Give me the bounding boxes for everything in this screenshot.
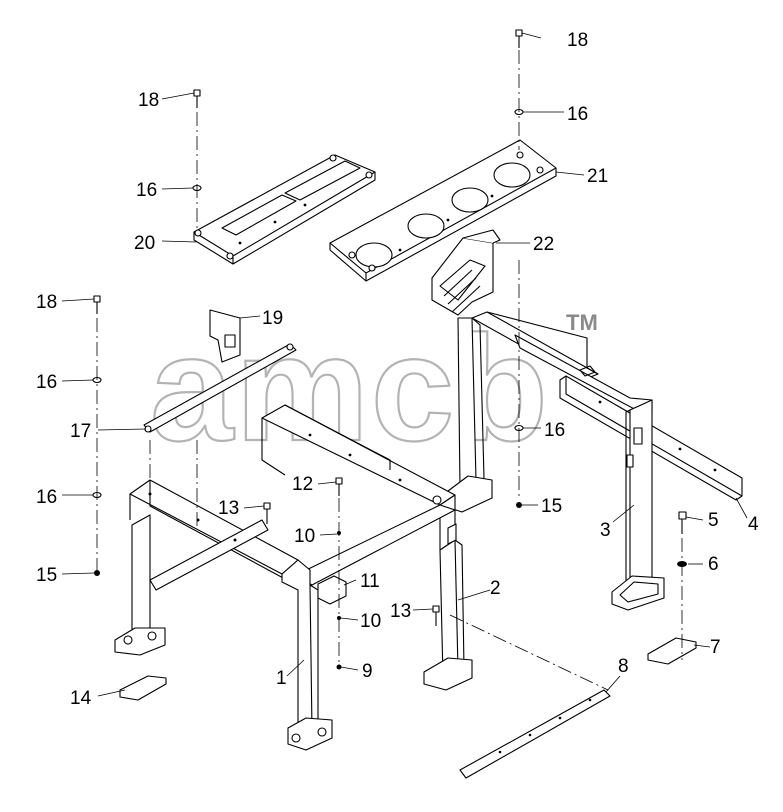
leg-front-left [281,559,333,751]
callout-1: 1 [276,668,287,689]
callout-18: 18 [138,90,159,111]
bracket-clamp [431,229,501,316]
callout-14: 14 [70,688,92,709]
callout-19: 19 [262,308,283,329]
leader-lines [61,32,748,697]
assembly-centerlines [96,50,683,691]
callout-18: 18 [36,292,57,313]
callout-12: 12 [292,474,313,495]
left-frame [114,479,299,656]
callout-16: 16 [567,104,588,125]
callout-10: 10 [294,526,315,547]
callout-labels: 18 18 18 16 16 16 16 16 15 15 20 21 22 1… [36,30,759,709]
top-plate-left [193,154,376,265]
center-frame [261,404,456,586]
watermark-trademark: TM [566,310,598,335]
foot-pad-left [119,675,167,701]
callout-20: 20 [134,233,155,254]
callout-5: 5 [708,510,719,531]
callout-3: 3 [600,520,611,541]
callout-13: 13 [390,601,411,622]
top-plate-right [329,139,557,282]
callout-9: 9 [362,661,373,682]
callout-15: 15 [541,496,562,517]
callout-8: 8 [618,656,629,677]
flat-bar-lower [459,689,611,779]
callout-16: 16 [136,180,157,201]
callout-15: 15 [36,565,57,586]
callout-16: 16 [544,420,565,441]
callout-22: 22 [533,234,554,255]
callout-4: 4 [748,514,759,535]
callout-7: 7 [710,637,721,658]
callout-16: 16 [36,487,57,508]
foot-pad-right [647,637,697,665]
callout-2: 2 [490,578,501,599]
callout-13: 13 [218,498,239,519]
callout-10: 10 [360,611,381,632]
leg-front-right [423,523,473,691]
callout-18: 18 [567,30,588,51]
callout-21: 21 [587,166,608,187]
callout-11: 11 [360,571,380,592]
callout-16: 16 [36,372,57,393]
leg-right-rear [611,399,665,611]
callout-6: 6 [708,554,719,575]
leg-center-rear [443,317,493,513]
upper-rail-right [471,311,653,413]
flat-bar-upper [143,343,297,433]
callout-17: 17 [70,421,91,442]
